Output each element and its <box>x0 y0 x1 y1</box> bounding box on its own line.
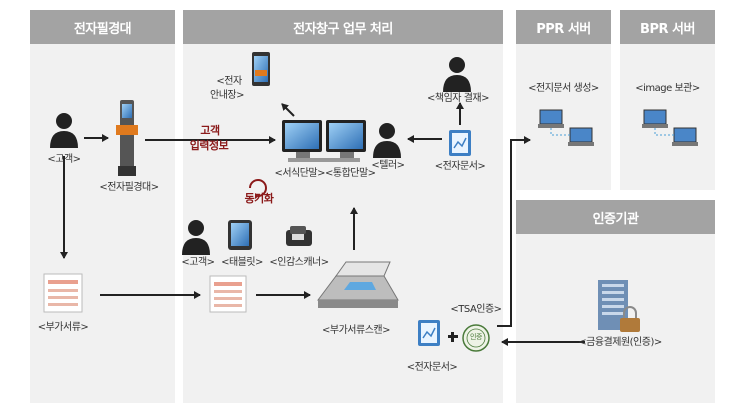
flatbed-scanner-icon <box>317 261 399 308</box>
tsa-stamp-text: 인증 <box>470 333 482 341</box>
ppr-task-label: <전지문서 생성> <box>528 83 599 94</box>
plus-icon <box>448 332 458 342</box>
kiosk-device-icon <box>116 100 138 176</box>
seal-scanner-icon <box>286 226 312 246</box>
extra-docs-label: <부가서류> <box>37 322 89 333</box>
customer-middle-person-icon <box>182 220 210 255</box>
terminal-label: <서식단말><통합단말> <box>274 168 376 179</box>
kiosk-device-label: <전자필경대> <box>99 182 159 193</box>
dual-monitor-icon <box>282 120 366 162</box>
bpr-panel-header: BPR 서버 <box>620 10 715 44</box>
extra-docs-middle-icon <box>209 275 247 313</box>
processing-panel-header: 전자창구 업무 처리 <box>183 10 503 44</box>
bpr-task-label: <image 보관> <box>635 83 700 94</box>
customer-input-label-1: 고객 <box>200 124 220 137</box>
kiosk-panel-header: 전자필경대 <box>30 10 175 44</box>
customer-person-icon <box>50 113 78 148</box>
e-guide-label-2: 안내장> <box>210 90 244 101</box>
e-guide-phone-icon <box>252 52 270 86</box>
cert-org-label: <금융결제원(인증)> <box>578 337 662 348</box>
teller-label: <텔러> <box>371 160 405 171</box>
bpr-panel: BPR 서버 <box>620 10 715 190</box>
customer-middle-label: <고객> <box>181 257 215 268</box>
bpr-servers-icon <box>642 109 698 146</box>
sync-icon <box>249 179 267 199</box>
e-document-bottom-label: <전자문서> <box>406 362 458 373</box>
scanner-label: <부가서류스캔> <box>322 325 390 336</box>
tablet-label: <태블릿> <box>221 257 263 268</box>
processing-panel: 전자창구 업무 처리 <box>183 10 503 403</box>
ppr-servers-icon <box>538 109 594 146</box>
e-document-top-label: <전자문서> <box>434 161 486 172</box>
tablet-icon <box>228 220 252 250</box>
customer-input-label-2: 입력정보 <box>189 139 229 152</box>
teller-person-icon <box>373 123 401 158</box>
e-document-bottom-icon <box>418 320 440 346</box>
tsa-label: <TSA인증> <box>450 304 502 315</box>
ppr-panel-header: PPR 서버 <box>516 10 611 44</box>
manager-person-icon <box>443 57 471 92</box>
extra-docs-icon <box>43 273 83 313</box>
flow-arrows <box>60 102 585 346</box>
ppr-panel: PPR 서버 <box>516 10 611 190</box>
sync-label: 동기화 <box>244 192 274 205</box>
tsa-stamp-icon <box>462 324 490 352</box>
cert-panel-header: 인증기관 <box>516 200 715 234</box>
e-guide-label-1: <전자 <box>216 76 242 87</box>
manager-label: <책임자 결재> <box>427 93 489 104</box>
kiosk-panel: 전자필경대 <box>30 10 175 403</box>
seal-scanner-label: <인감스캐너> <box>269 257 329 268</box>
e-document-top-icon <box>449 130 471 156</box>
cert-building-icon <box>598 280 640 332</box>
customer-left-label: <고객> <box>47 154 81 165</box>
